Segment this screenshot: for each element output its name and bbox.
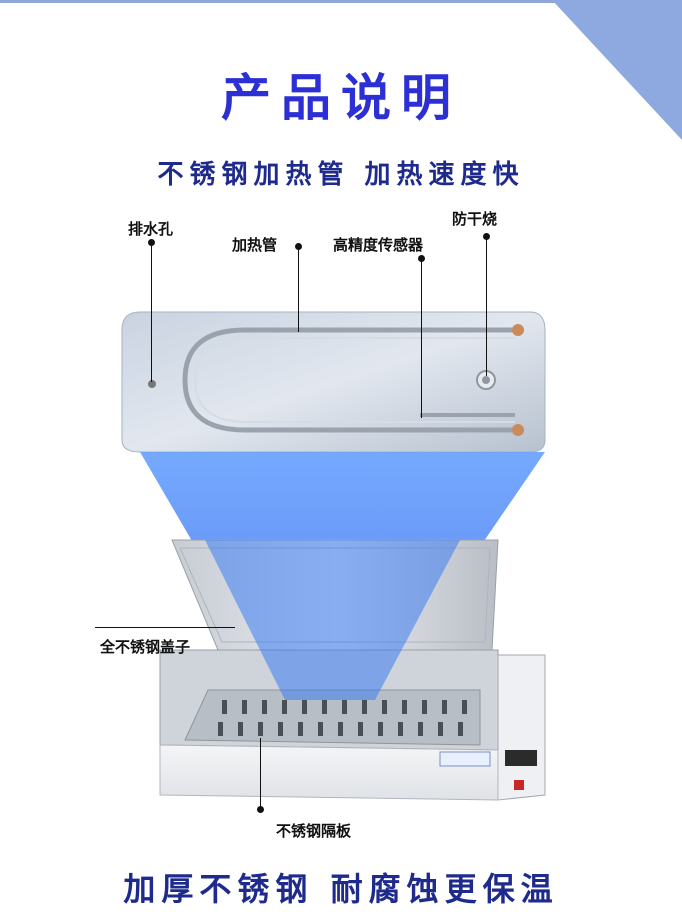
display-panel [505,750,537,766]
pointer-heating-tube [298,246,299,332]
callout-sensor: 高精度传感器 [333,236,424,254]
pointer-partition [260,738,261,810]
pointer-dot [483,233,490,240]
pointer-sensor [421,258,422,418]
callout-lid: 全不锈钢盖子 [100,638,191,656]
top-border-line [0,0,682,3]
page-subtitle: 不锈钢加热管 加热速度快 [157,160,525,190]
pointer-dot [418,255,425,262]
pointer-dot [148,239,155,246]
product-label [439,751,491,767]
water-bath [159,539,546,801]
corner-decoration [552,0,682,140]
inner-tank [121,311,546,453]
callout-partition: 不锈钢隔板 [276,822,352,840]
pointer-drain-hole [151,242,152,382]
pointer-anti-dry [486,236,487,376]
footer-slogan: 加厚不锈钢 耐腐蚀更保温 [123,870,559,908]
pointer-lid [95,627,235,628]
page-title: 产品说明 [221,69,461,127]
callout-drain-hole: 排水孔 [128,220,174,238]
pointer-dot [257,806,264,813]
pointer-dot [295,243,302,250]
callout-anti-dry: 防干烧 [452,210,498,228]
callout-heating-tube: 加热管 [232,236,278,254]
power-switch-icon [514,780,524,790]
